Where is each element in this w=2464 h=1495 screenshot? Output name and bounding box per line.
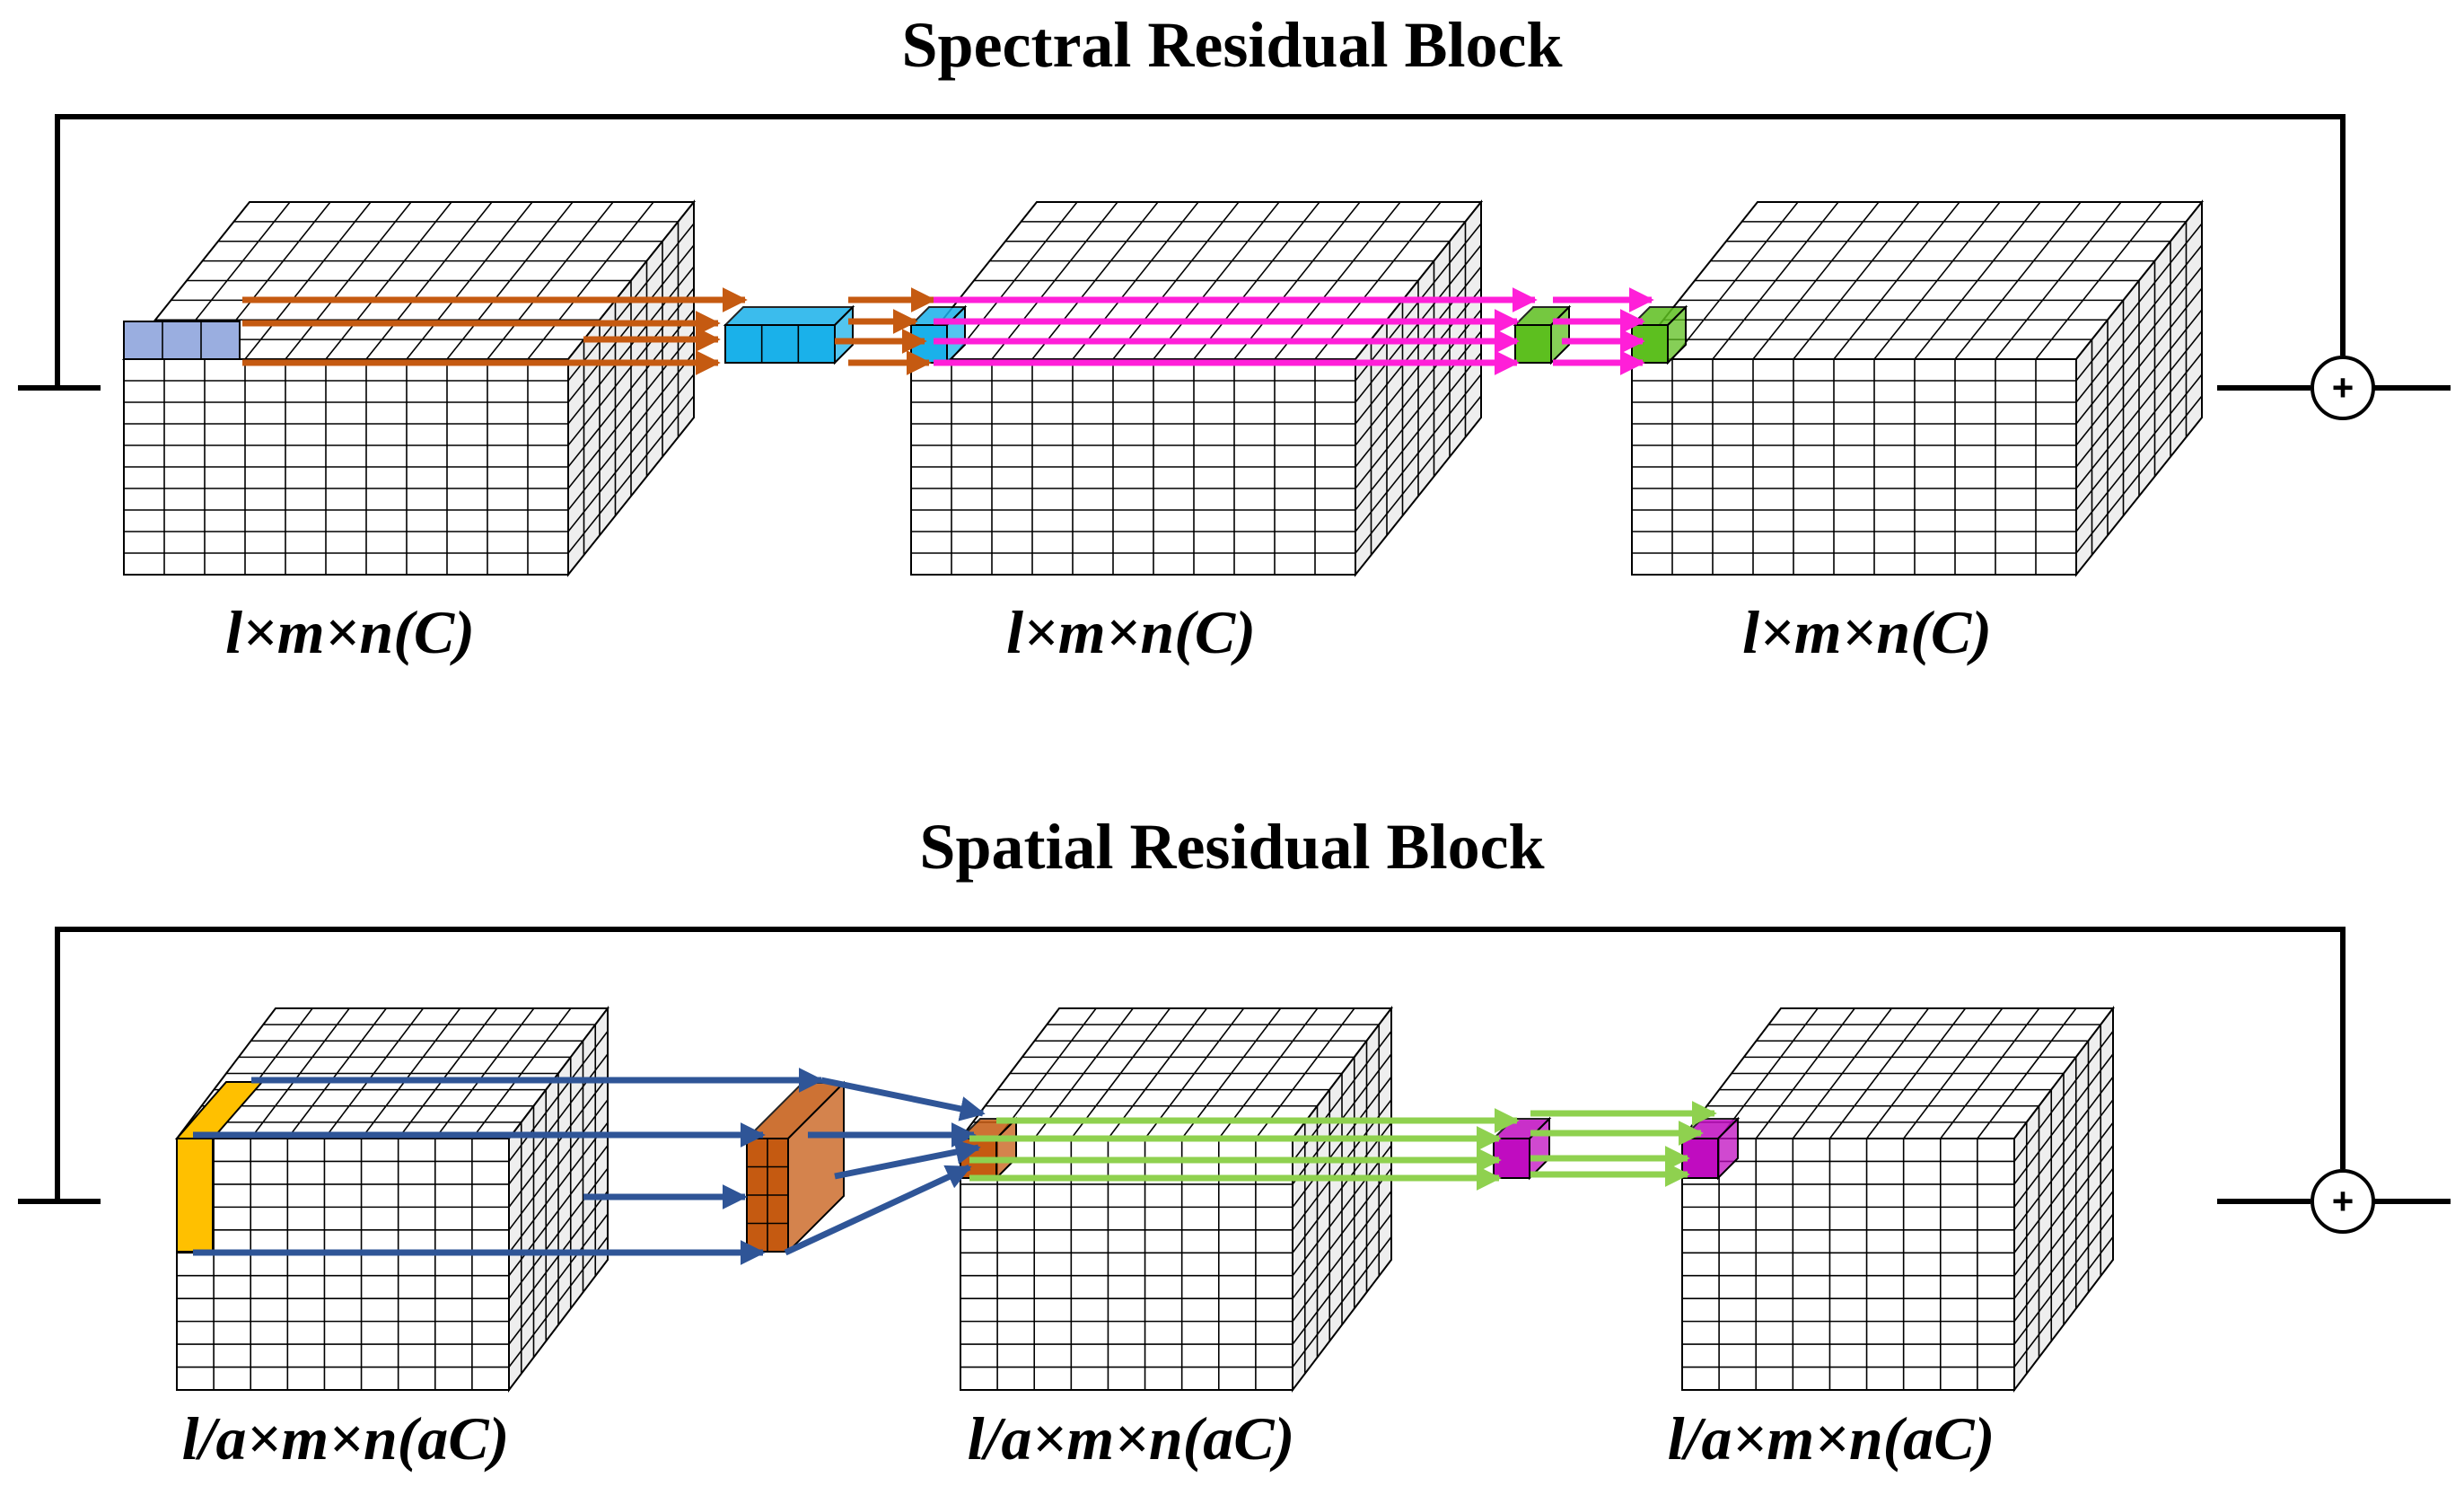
- spatial-middle-cube: [958, 1006, 1394, 1393]
- arrows-layer: [193, 287, 1717, 1265]
- spatial-kernel-arrow: [834, 1139, 981, 1180]
- spectral-kernel: [723, 304, 855, 365]
- grid-line: [508, 1213, 609, 1345]
- spectral-middle-cube: [908, 199, 1484, 577]
- spatial-input-kernel-front: [176, 1138, 214, 1253]
- spectral-output-kernel-front: [1514, 324, 1552, 364]
- spectral-block-title: Spectral Residual Block: [901, 9, 1563, 81]
- grid-line: [2013, 1191, 2114, 1323]
- grid-line: [1355, 374, 1482, 532]
- grid-line: [1355, 352, 1482, 511]
- grid-line: [2075, 223, 2203, 382]
- grid-line: [508, 1167, 609, 1299]
- grid-line: [2075, 395, 2203, 554]
- spectral-input-kernel-cells: [123, 321, 241, 360]
- grid-line: [1355, 309, 1482, 468]
- skip-connection-arrow-down-icon: [55, 114, 2346, 388]
- spectral-input-dims: l×m×n(C): [225, 598, 475, 666]
- grid-line: [508, 1121, 609, 1253]
- grid-line: [2075, 244, 2203, 403]
- grid-line: [2013, 1213, 2114, 1345]
- spectral-output-dims: l×m×n(C): [1742, 598, 1992, 666]
- spatial-block-title: Spatial Residual Block: [919, 811, 1545, 883]
- spatial-input-cube: [174, 1006, 610, 1393]
- spatial-kernel-arrow: [784, 1164, 972, 1256]
- grid-line: [1292, 1236, 1392, 1368]
- spatial-kernel-arrow: [820, 1077, 986, 1121]
- cubes-layer: [121, 199, 2205, 1393]
- spectral-input-kernel-cells-front: [123, 321, 241, 360]
- spatial-input-cube-front-face: [176, 1138, 510, 1391]
- grid-line: [567, 352, 695, 511]
- grid-line: [2013, 1076, 2114, 1208]
- plus-symbol: +: [2332, 366, 2354, 409]
- grid-line: [2013, 1030, 2114, 1162]
- grid-line: [2013, 1167, 2114, 1299]
- grid-line: [1292, 1191, 1392, 1323]
- spectral-kernel-top: [723, 306, 855, 326]
- spectral-kernel-front: [724, 324, 836, 364]
- grid-line: [508, 1236, 609, 1368]
- spatial-middle-dims: l/a×m×n(aC): [967, 1404, 1295, 1473]
- grid-line: [2075, 330, 2203, 489]
- grid-line: [567, 309, 695, 468]
- grid-line: [1355, 395, 1482, 554]
- grid-line: [2075, 287, 2203, 446]
- grid-line: [567, 330, 695, 489]
- grid-line: [1355, 330, 1482, 489]
- grid-line: [508, 1030, 609, 1162]
- spatial-kernel: [744, 1080, 846, 1254]
- grid-line: [2013, 1236, 2114, 1368]
- grid-line: [2013, 1053, 2114, 1185]
- spectral-input-cube: [121, 199, 697, 577]
- grid-line: [508, 1191, 609, 1323]
- grid-line: [1292, 1076, 1392, 1208]
- grid-line: [2075, 352, 2203, 511]
- grid-line: [1355, 287, 1482, 446]
- grid-line: [2013, 1145, 2114, 1277]
- grid-line: [2013, 1121, 2114, 1253]
- grid-line: [567, 374, 695, 532]
- spatial-output-cube: [1679, 1006, 2116, 1393]
- grid-line: [567, 395, 695, 554]
- spatial-output-kernel: [1491, 1116, 1552, 1181]
- grid-line: [1292, 1213, 1392, 1345]
- spatial-output-cube-front-face: [1681, 1138, 2015, 1391]
- grid-line: [1355, 266, 1482, 425]
- grid-line: [567, 266, 695, 425]
- spatial-input-dims: l/a×m×n(aC): [181, 1404, 510, 1473]
- grid-line: [567, 287, 695, 446]
- grid-line: [508, 1076, 609, 1208]
- grid-line: [2075, 309, 2203, 468]
- plus-symbol: +: [2332, 1180, 2354, 1222]
- skip-connections-layer: ++: [18, 114, 2451, 1234]
- grid-line: [2013, 1099, 2114, 1231]
- grid-line: [2075, 266, 2203, 425]
- skip-connection-arrow-down-icon: [55, 927, 2346, 1201]
- spectral-output-kernel: [1513, 304, 1572, 365]
- grid-line: [1292, 1121, 1392, 1253]
- grid-line: [1292, 1167, 1392, 1299]
- grid-line: [508, 1099, 609, 1231]
- spectral-output-cube: [1629, 199, 2205, 577]
- spectral-middle-dims: l×m×n(C): [1006, 598, 1256, 666]
- spatial-output-dims: l/a×m×n(aC): [1667, 1404, 1995, 1473]
- grid-line: [1292, 1145, 1392, 1277]
- grid-line: [508, 1053, 609, 1185]
- grid-line: [2075, 374, 2203, 532]
